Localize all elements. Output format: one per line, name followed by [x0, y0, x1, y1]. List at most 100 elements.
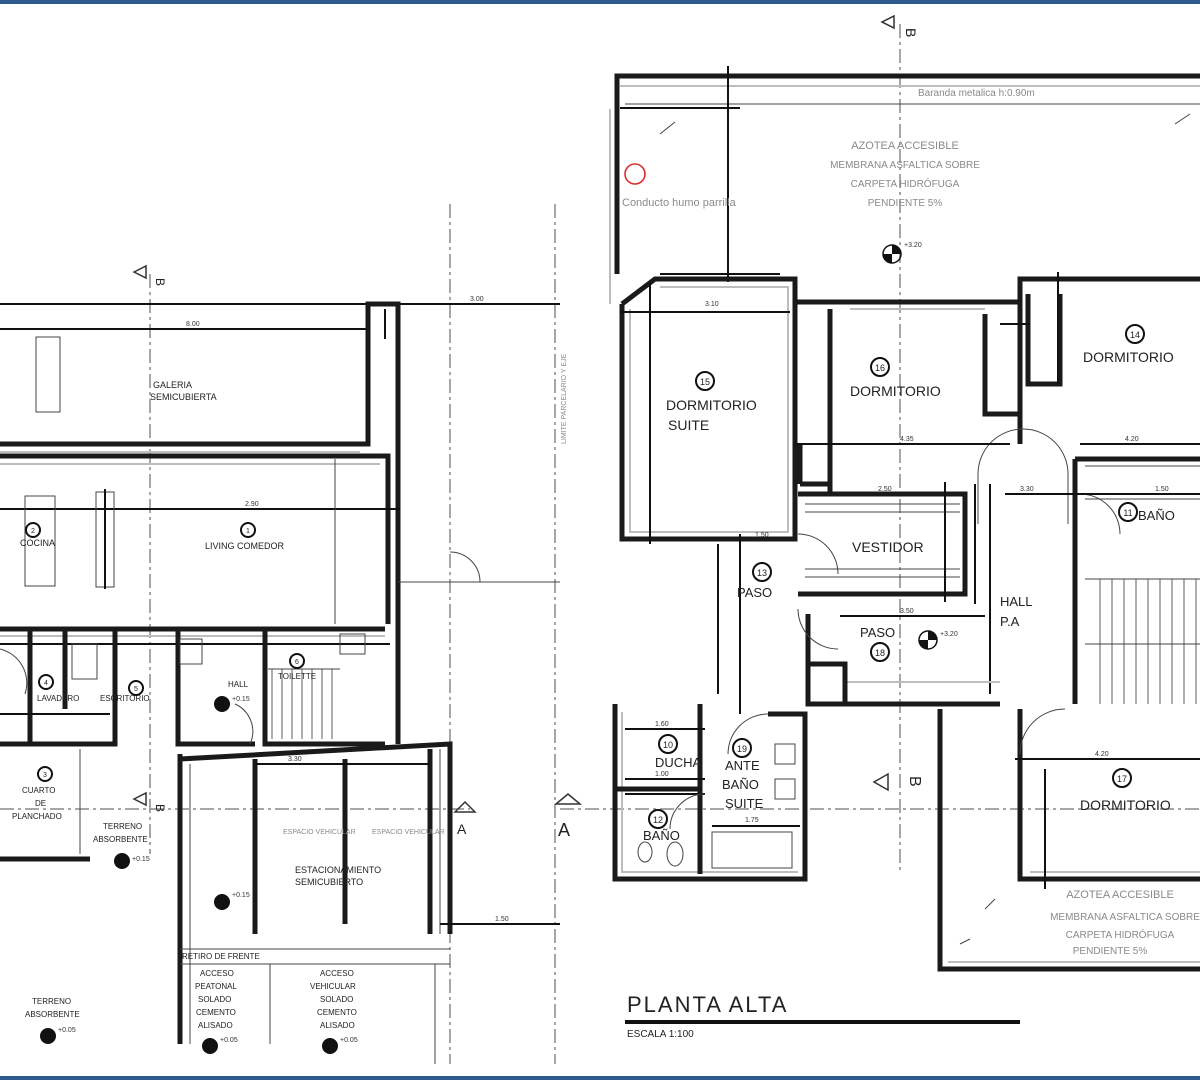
staircase [1085, 578, 1200, 704]
svg-text:TOILETTE: TOILETTE [278, 672, 316, 681]
svg-text:+0.15: +0.15 [232, 892, 250, 899]
section-a-mark: A [558, 820, 570, 840]
svg-text:RETIRO DE FRENTE: RETIRO DE FRENTE [182, 952, 260, 961]
room-small-bath-label: BAÑO [643, 828, 680, 843]
level-terrace: +3.20 [904, 242, 922, 249]
svg-text:B: B [153, 804, 167, 812]
svg-text:COCINA: COCINA [20, 538, 55, 548]
svg-text:ALISADO: ALISADO [198, 1021, 233, 1030]
svg-text:PEATONAL: PEATONAL [195, 982, 237, 991]
svg-text:3.10: 3.10 [705, 301, 719, 308]
terrace-top-line-3: CARPETA HIDRÓFUGA [851, 177, 960, 190]
plan-title: PLANTA ALTA [627, 992, 788, 1017]
level-hall: +3.20 [940, 631, 958, 638]
svg-text:4.20: 4.20 [1125, 436, 1139, 443]
ground-floor-labels: GALERIA SEMICUBIERTA COCINA LIVING COMED… [12, 278, 568, 1044]
svg-text:HALL: HALL [228, 680, 249, 689]
svg-text:1.75: 1.75 [745, 817, 759, 824]
svg-text:SOLADO: SOLADO [320, 995, 353, 1004]
svg-text:19: 19 [737, 744, 747, 754]
duct-marker-icon [624, 163, 646, 185]
ground-staircase [268, 668, 340, 739]
svg-text:CUARTO: CUARTO [22, 786, 56, 795]
svg-text:SOLADO: SOLADO [198, 995, 231, 1004]
svg-text:LIVING COMEDOR: LIVING COMEDOR [205, 541, 285, 551]
svg-text:3: 3 [43, 772, 47, 779]
svg-text:3.30: 3.30 [1020, 486, 1034, 493]
plan-scale: ESCALA 1:100 [627, 1029, 694, 1040]
room-hall-label-2: P.A [1000, 614, 1020, 629]
svg-text:CEMENTO: CEMENTO [317, 1008, 357, 1017]
ground-floor-plan [0, 264, 560, 1064]
room-ante-label-2: BAÑO [722, 777, 759, 792]
terrace-top-line-4: PENDIENTE 5% [868, 198, 943, 209]
svg-text:8.00: 8.00 [186, 321, 200, 328]
section-b-bottom: B [906, 776, 923, 787]
svg-text:5: 5 [134, 686, 138, 693]
svg-text:A: A [457, 821, 467, 837]
svg-text:1.50: 1.50 [495, 916, 509, 923]
room-suite-label-1: DORMITORIO [666, 397, 757, 413]
axis-lines [0, 24, 1200, 1064]
room-dressing-label: VESTIDOR [852, 539, 924, 555]
svg-text:3.30: 3.30 [288, 756, 302, 763]
svg-text:TERRENO: TERRENO [103, 822, 142, 831]
room-suite-label-2: SUITE [668, 417, 709, 433]
svg-text:LAVADERO: LAVADERO [37, 694, 79, 703]
terrace-bottom-line-1: AZOTEA ACCESIBLE [1066, 889, 1174, 901]
svg-text:18: 18 [875, 648, 885, 658]
svg-text:1.00: 1.00 [655, 771, 669, 778]
room-ante-label-3: SUITE [725, 796, 764, 811]
svg-text:B: B [153, 278, 167, 286]
terrace-bottom-line-3: CARPETA HIDRÓFUGA [1066, 928, 1175, 941]
upper-floor-labels: Baranda metalica h:0.90m Conducto humo p… [553, 28, 1200, 957]
svg-text:ESPACIO VEHICULAR: ESPACIO VEHICULAR [283, 829, 356, 836]
svg-text:SEMICUBIERTA: SEMICUBIERTA [150, 392, 217, 402]
railing-note: Baranda metalica h:0.90m [918, 88, 1035, 99]
svg-text:DE: DE [35, 799, 46, 808]
room-bedroom-a-label: DORMITORIO [850, 383, 941, 399]
terrace-bottom-line-4: PENDIENTE 5% [1073, 946, 1148, 957]
svg-text:GALERIA: GALERIA [153, 380, 192, 390]
svg-text:ALISADO: ALISADO [320, 1021, 355, 1030]
room-number-bubbles-upper: 15 16 14 11 13 18 17 10 12 19 [648, 324, 1145, 829]
svg-text:CEMENTO: CEMENTO [196, 1008, 236, 1017]
svg-text:3.50: 3.50 [900, 608, 914, 615]
svg-text:VEHICULAR: VEHICULAR [310, 982, 356, 991]
svg-text:PLANCHADO: PLANCHADO [12, 812, 62, 821]
svg-text:1.50: 1.50 [755, 532, 769, 539]
svg-text:ACCESO: ACCESO [320, 969, 354, 978]
svg-text:12: 12 [653, 815, 663, 825]
svg-text:+0.15: +0.15 [232, 696, 250, 703]
room-passage-1-label: PASO [737, 585, 772, 600]
svg-text:4.20: 4.20 [1095, 751, 1109, 758]
svg-text:TERRENO: TERRENO [32, 997, 71, 1006]
svg-text:6: 6 [295, 659, 299, 666]
svg-text:SEMICUBIERTO: SEMICUBIERTO [295, 877, 363, 887]
room-shower-label: DUCHA [655, 755, 702, 770]
svg-text:4.35: 4.35 [900, 436, 914, 443]
svg-text:ACCESO: ACCESO [200, 969, 234, 978]
terrace-top-line-1: AZOTEA ACCESIBLE [851, 140, 959, 152]
svg-text:10: 10 [663, 740, 673, 750]
svg-text:ESTACIONAMIENTO: ESTACIONAMIENTO [295, 865, 381, 875]
room-bath-label: BAÑO [1138, 508, 1175, 523]
svg-text:ABSORBENTE: ABSORBENTE [25, 1010, 80, 1019]
svg-text:1: 1 [246, 528, 250, 535]
svg-text:11: 11 [1123, 508, 1132, 518]
ground-level-markers [40, 696, 338, 1054]
svg-text:17: 17 [1117, 774, 1127, 784]
svg-text:LIMITE PARCELARIO Y EJE: LIMITE PARCELARIO Y EJE [561, 353, 568, 444]
upper-dimension-texts: 3.10 4.35 4.20 2.50 3.50 1.60 1.00 1.75 … [655, 301, 1169, 824]
svg-text:4: 4 [44, 680, 48, 687]
svg-text:ESCRITORIO: ESCRITORIO [100, 694, 150, 703]
room-hall-label-1: HALL [1000, 594, 1033, 609]
room-passage-2-label: PASO [860, 625, 895, 640]
room-ante-label-1: ANTE [725, 758, 760, 773]
svg-text:16: 16 [875, 363, 885, 373]
svg-text:2: 2 [31, 528, 35, 535]
svg-text:1.60: 1.60 [655, 721, 669, 728]
upper-floor-plan [609, 14, 1200, 972]
svg-text:+0.05: +0.05 [340, 1037, 358, 1044]
